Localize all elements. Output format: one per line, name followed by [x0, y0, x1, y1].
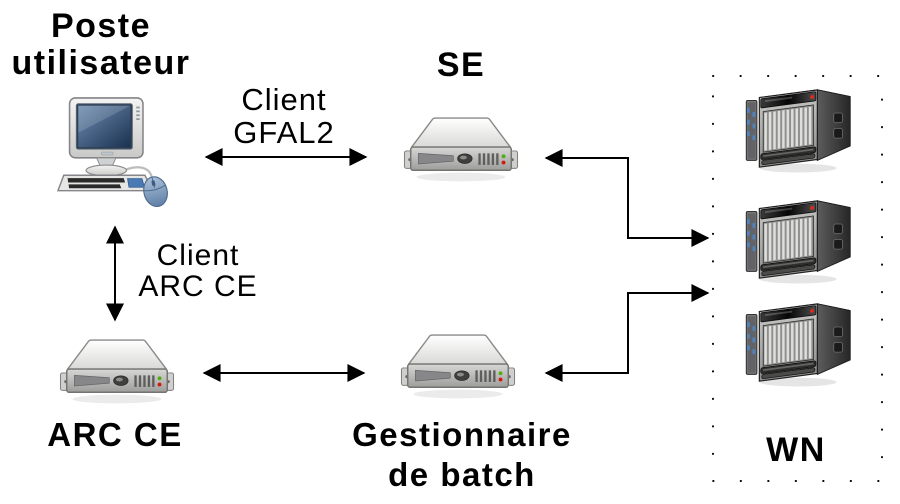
- user-computer-icon: [56, 96, 172, 210]
- node-label-se: SE: [436, 46, 486, 84]
- edge-label-client-arc-ce: Client ARC CE: [138, 239, 258, 303]
- node-label-gestionnaire-batch: Gestionnaire de batch: [352, 416, 572, 493]
- node-label-poste-utilisateur: Poste utilisateur: [11, 7, 191, 82]
- wn-tower-icon-2: [745, 200, 851, 285]
- se-server-icon: [403, 117, 519, 183]
- node-label-arc-ce: ARC CE: [47, 416, 183, 453]
- batch-server-icon: [400, 334, 516, 400]
- node-label-wn: WN: [766, 431, 826, 469]
- edge-label-client-gfal2: Client GFAL2: [233, 82, 335, 150]
- edge-se-wn: [544, 149, 710, 247]
- arcce-server-icon: [59, 339, 175, 405]
- wn-tower-icon-1: [745, 89, 851, 174]
- wn-tower-icon-3: [745, 303, 851, 388]
- edge-batch-wn: [544, 284, 710, 382]
